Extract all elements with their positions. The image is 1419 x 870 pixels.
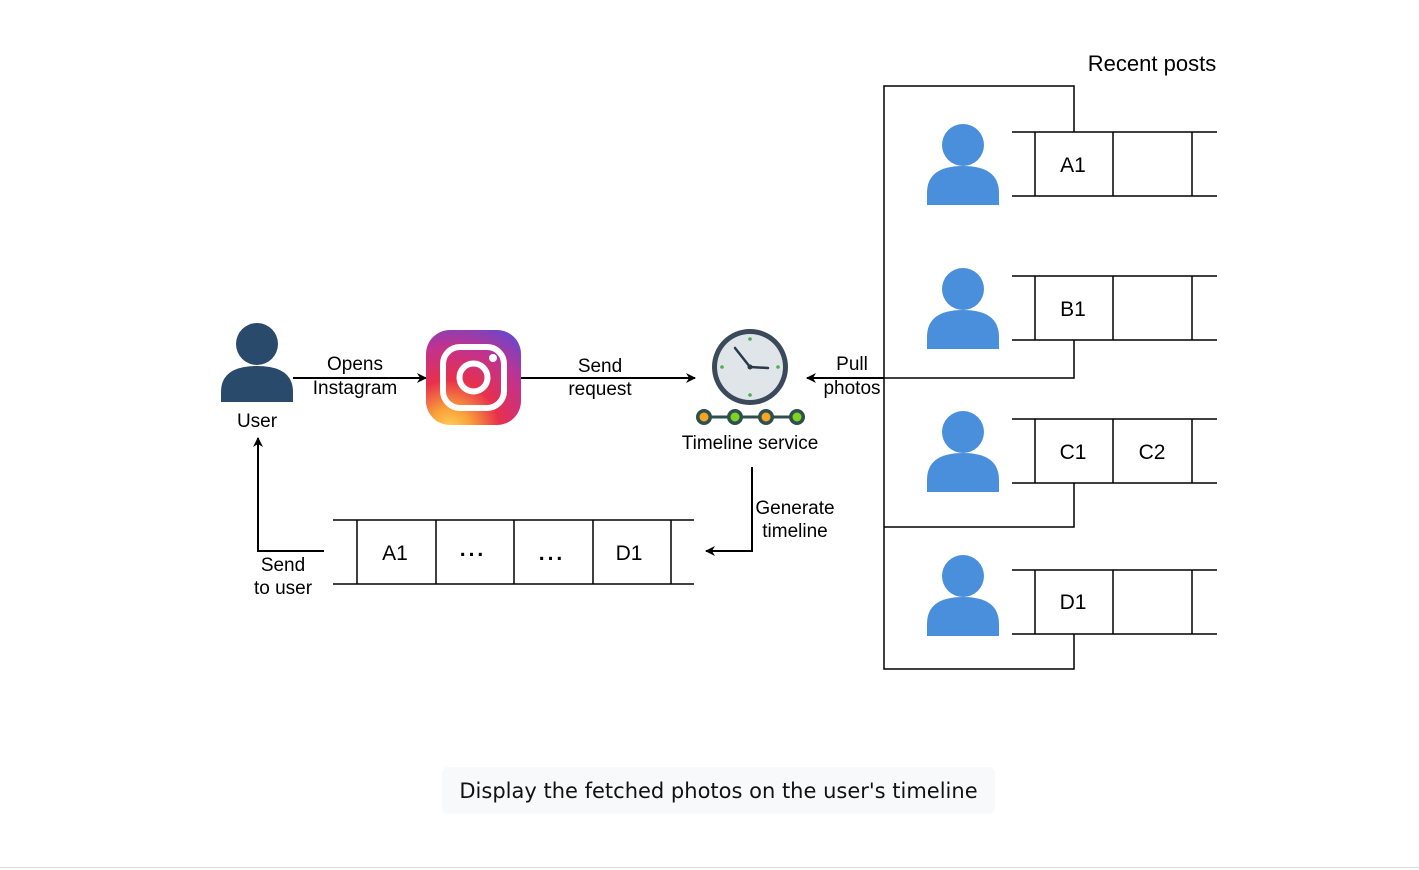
generate-timeline-arrow (705, 467, 753, 556)
follower-avatar-icon (927, 555, 999, 636)
instagram-icon (426, 330, 521, 425)
user-icon (221, 323, 293, 402)
post-cell-d1: D1 (1060, 591, 1087, 614)
post-queue-c (1012, 418, 1217, 484)
send-user-label-line2: to user (254, 578, 313, 599)
send-request-label-line1: Send (578, 356, 622, 377)
send-user-label-line1: Send (261, 555, 305, 576)
send-request-label-line2: request (568, 379, 632, 400)
user-label: User (237, 411, 278, 432)
divider (0, 867, 1419, 868)
generate-label-line1: Generate (755, 498, 834, 519)
post-cell-b1: B1 (1060, 298, 1086, 321)
collector-connectors (883, 85, 1075, 670)
timeline-cell-2: ... (460, 538, 487, 561)
follower-avatar-icon (927, 124, 999, 205)
post-cell-c2: C2 (1139, 441, 1166, 464)
post-queue-b (1012, 275, 1217, 341)
follower-avatar-icon (927, 268, 999, 349)
post-queue-d (1012, 569, 1217, 635)
pull-label-line2: photos (823, 378, 880, 399)
follower-avatar-icon (927, 411, 999, 492)
caption: Display the fetched photos on the user's… (442, 767, 995, 814)
recent-posts-title: Recent posts (1088, 51, 1216, 76)
post-cell-a1: A1 (1060, 154, 1086, 177)
send-to-user-arrow (253, 437, 324, 552)
timeline-cell-3: ... (539, 542, 566, 565)
opens-label-line1: Opens (327, 354, 383, 375)
timeline-queue (333, 519, 694, 585)
clock-icon (696, 329, 805, 425)
timeline-cell-4: D1 (616, 542, 643, 565)
opens-label-line2: Instagram (313, 378, 397, 399)
post-queue-a (1012, 131, 1217, 197)
timeline-cell-1: A1 (382, 542, 408, 565)
post-cell-c1: C1 (1060, 441, 1087, 464)
timeline-service-label: Timeline service (682, 433, 819, 454)
pull-label-line1: Pull (836, 354, 868, 375)
generate-label-line2: timeline (762, 521, 827, 542)
